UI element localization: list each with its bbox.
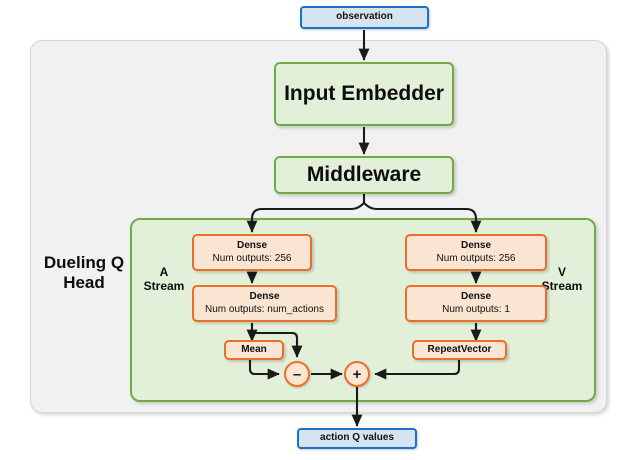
a-stream-dense-num-actions-subtitle: Num outputs: num_actions: [205, 303, 324, 315]
v-stream-dense-1-subtitle: Num outputs: 1: [442, 303, 510, 315]
input-embedder-node[interactable]: Input Embedder: [274, 62, 454, 126]
dueling-q-head-title: Dueling Q Head: [34, 253, 134, 292]
v-stream-dense-1[interactable]: Dense Num outputs: 1: [405, 285, 547, 322]
repeatvector-node[interactable]: RepeatVector: [412, 340, 507, 360]
v-stream-dense-1-title: Dense: [460, 291, 491, 302]
a-stream-letter: A: [159, 265, 169, 279]
observation-label: observation: [336, 11, 393, 23]
a-stream-dense-256[interactable]: Dense Num outputs: 256: [192, 234, 312, 271]
v-stream-dense-256-subtitle: Num outputs: 256: [436, 252, 516, 264]
a-stream-dense-num-actions-title: Dense: [249, 291, 280, 302]
middleware-node[interactable]: Middleware: [274, 156, 454, 194]
v-stream-label: V Stream: [536, 265, 588, 294]
a-stream-dense-256-subtitle: Num outputs: 256: [212, 252, 292, 264]
mean-node[interactable]: Mean: [224, 340, 284, 360]
action-q-values-label: action Q values: [320, 432, 394, 444]
add-operator-node[interactable]: +: [344, 361, 370, 387]
add-operator-symbol: +: [352, 365, 362, 383]
v-stream-dense-256[interactable]: Dense Num outputs: 256: [405, 234, 547, 271]
repeatvector-label: RepeatVector: [427, 343, 492, 355]
dueling-q-head-title-text: Dueling Q Head: [43, 253, 125, 292]
input-embedder-label: Input Embedder: [284, 81, 444, 105]
observation-node[interactable]: observation: [300, 6, 429, 29]
v-stream-word: Stream: [541, 278, 583, 293]
a-stream-dense-num-actions[interactable]: Dense Num outputs: num_actions: [192, 285, 337, 322]
v-stream-letter: V: [557, 265, 566, 279]
a-stream-word: Stream: [143, 278, 185, 293]
a-stream-dense-256-title: Dense: [236, 240, 267, 251]
a-stream-label: A Stream: [139, 265, 189, 294]
mean-label: Mean: [241, 343, 267, 355]
middleware-label: Middleware: [306, 162, 422, 186]
subtract-operator-symbol: –: [292, 365, 302, 383]
subtract-operator-node[interactable]: –: [284, 361, 310, 387]
v-stream-dense-256-title: Dense: [460, 240, 491, 251]
action-q-values-node[interactable]: action Q values: [297, 428, 417, 449]
